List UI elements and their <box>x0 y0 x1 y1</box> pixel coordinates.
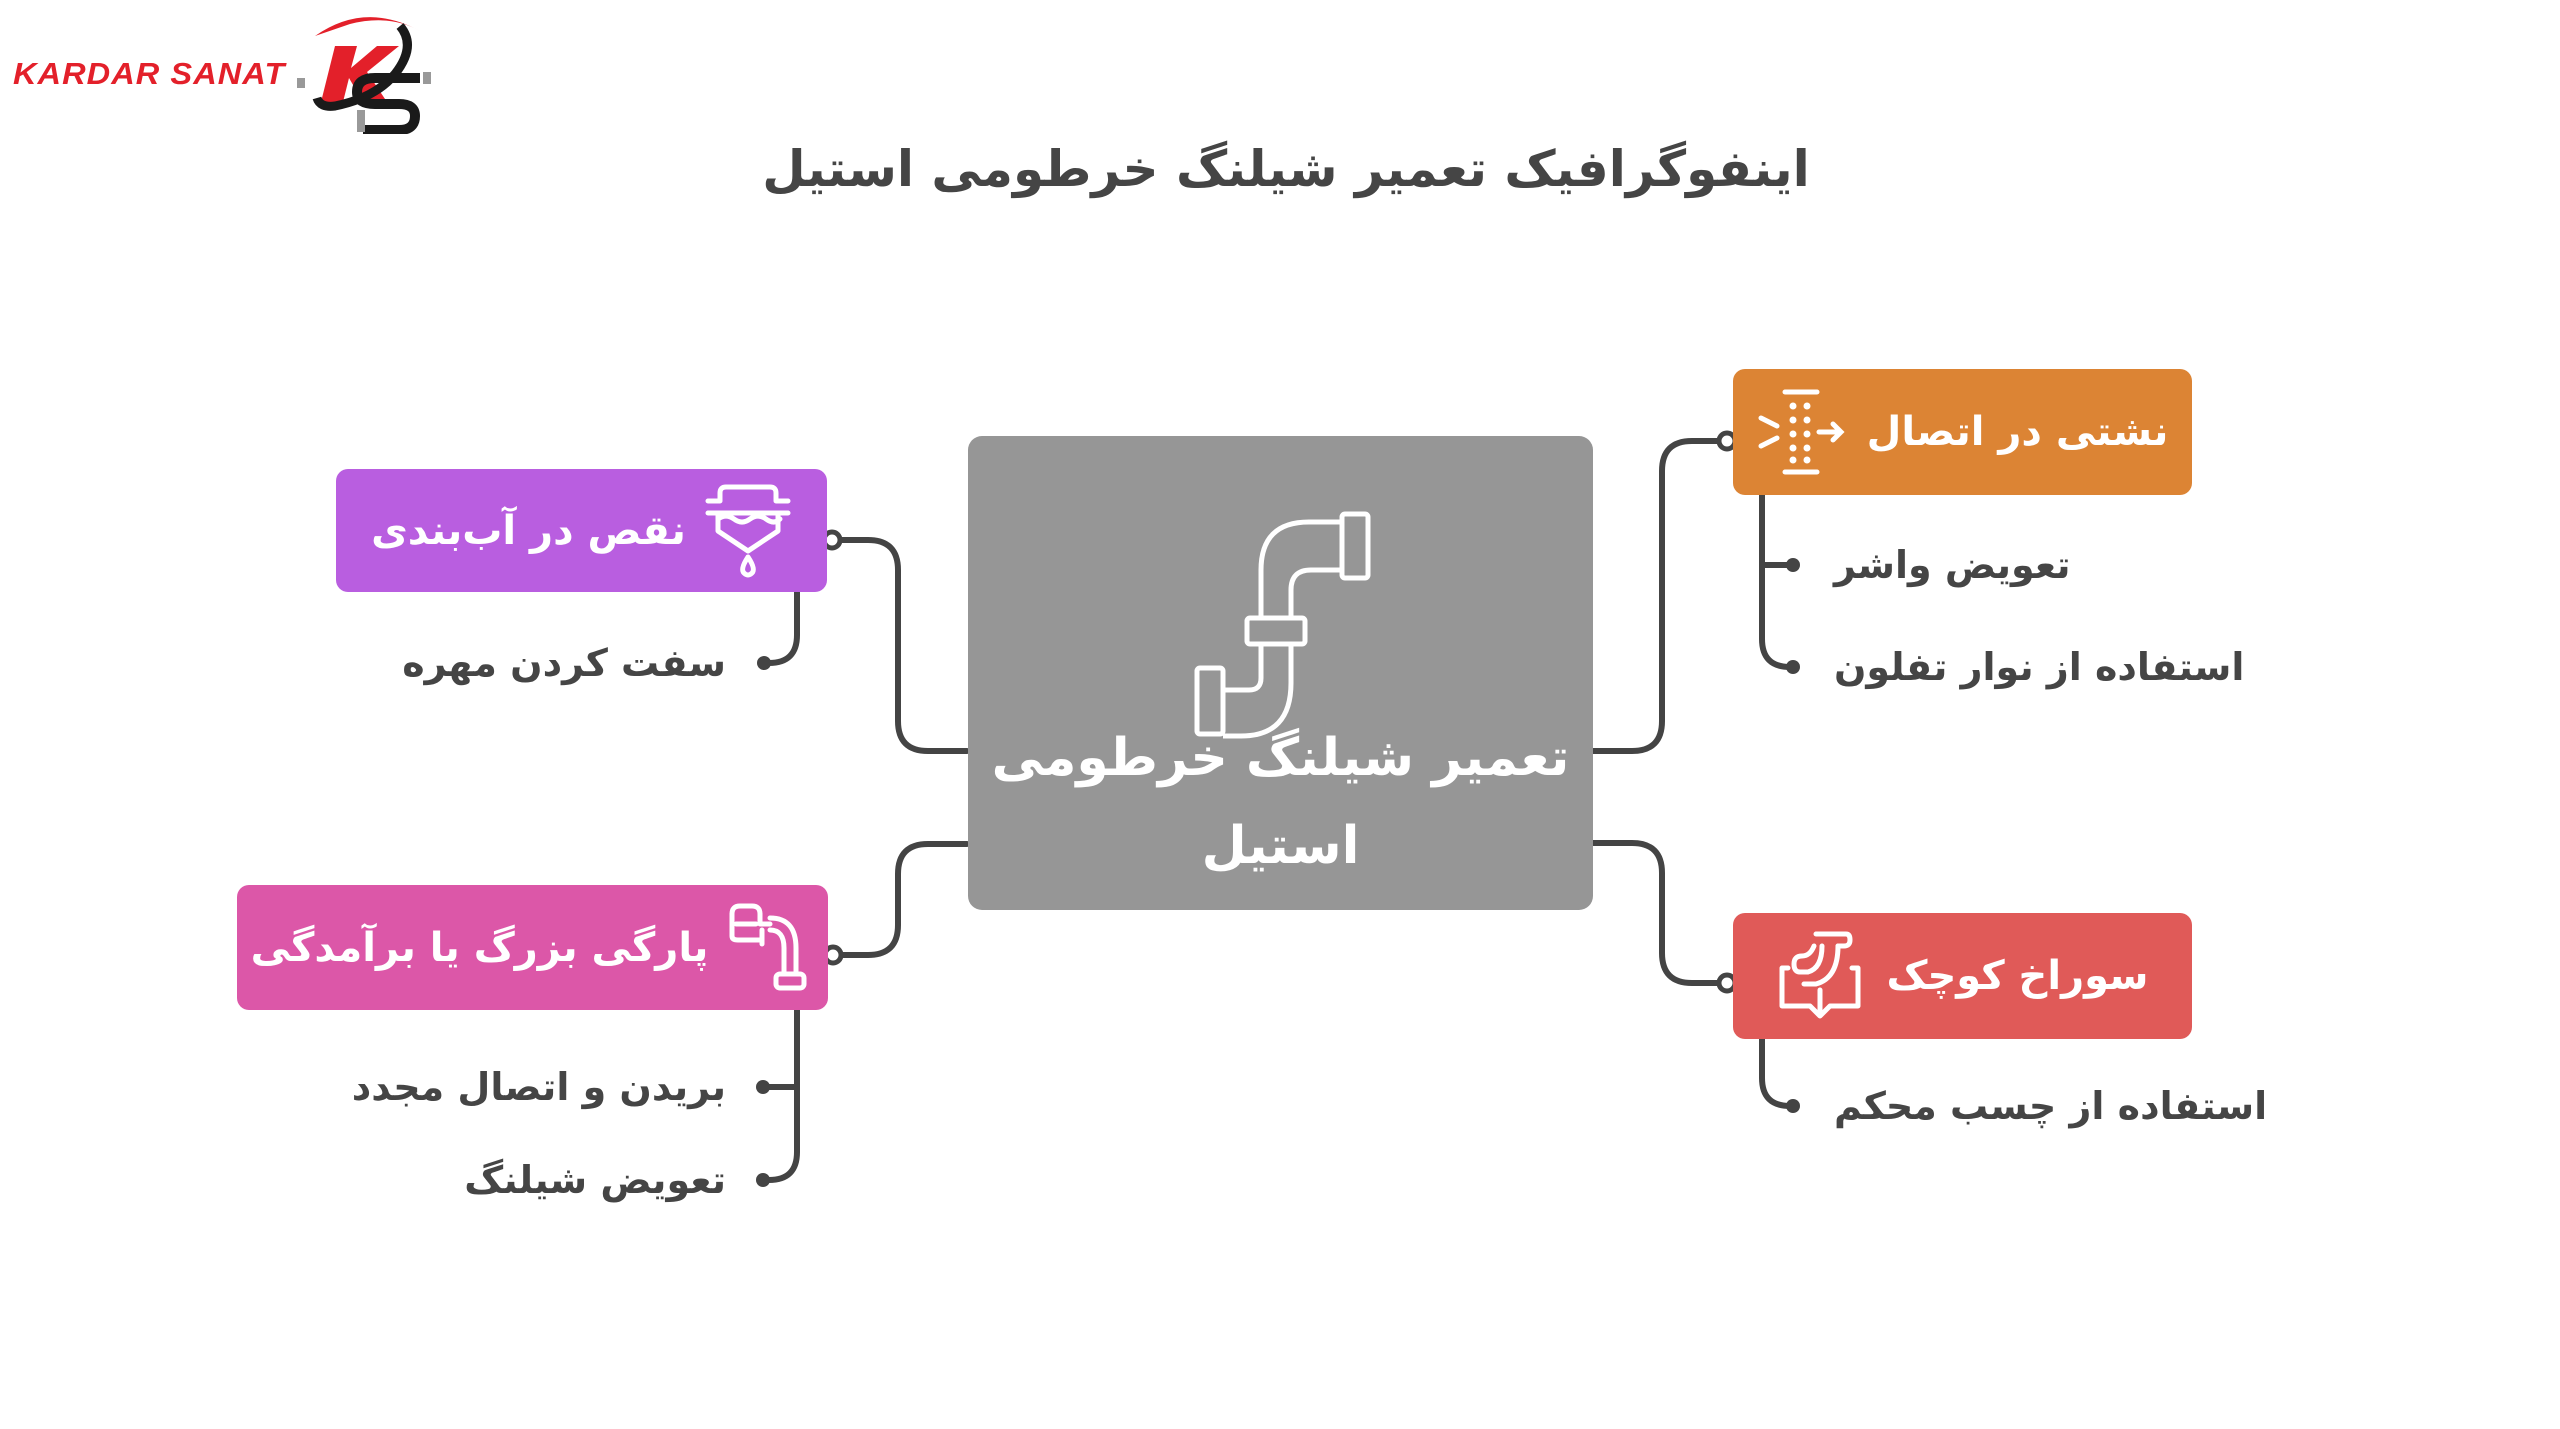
branch-label-joint-leak: نشتی در اتصال <box>1866 409 2169 455</box>
bullet-dot <box>757 656 771 670</box>
brand-logo-mark-icon <box>297 17 431 134</box>
branch-node-small-hole[interactable]: سوراخ کوچک <box>1733 913 2192 1039</box>
branch-label-seal-defect: نقص در آب‌بندی <box>371 507 686 554</box>
connector-central-to-large-tear <box>839 841 970 958</box>
bullet-dot <box>756 1080 770 1094</box>
water-seal-drip-icon <box>705 484 791 577</box>
sub-item-tighten-nut: سفت کردن مهره <box>402 641 726 685</box>
page-title: اینفوگرافیک تعمیر شیلنگ خرطومی استیل <box>762 140 1810 198</box>
connector-central-to-small-hole <box>1590 840 1721 986</box>
branch-label-large-tear: پارگی بزرگ یا برآمدگی <box>250 924 709 971</box>
pipe-elbow-icon <box>1194 511 1371 739</box>
branch-node-joint-leak[interactable]: نشتی در اتصال <box>1733 369 2192 495</box>
connector-large-tear-children <box>763 1007 800 1183</box>
sub-item-use-teflon-tape: استفاده از نوار تفلون <box>1834 645 2245 689</box>
leak-spray-icon <box>1758 389 1845 475</box>
bullet-dot <box>756 1173 770 1187</box>
central-topic-title: تعمیر شیلنگ خرطومی استیل <box>991 728 1570 876</box>
branch-node-large-tear[interactable]: پارگی بزرگ یا برآمدگی <box>237 885 828 1010</box>
brand-logo-text: KARDAR SANAT <box>13 56 286 91</box>
branch-label-small-hole: سوراخ کوچک <box>1886 953 2149 999</box>
sub-item-use-strong-adhesive: استفاده از چسب محکم <box>1834 1084 2268 1128</box>
pipe-patch-icon <box>1779 931 1861 1019</box>
connector-central-to-joint-leak <box>1590 438 1721 754</box>
connector-small-hole-children <box>1759 1036 1793 1109</box>
broken-pipe-icon <box>729 903 807 990</box>
sub-item-replace-washer: تعویض واشر <box>1834 543 2071 587</box>
bullet-dot <box>1786 558 1800 572</box>
bullet-dot <box>1786 660 1800 674</box>
central-topic-node: تعمیر شیلنگ خرطومی استیل <box>968 436 1593 910</box>
sub-item-cut-and-reconnect: بریدن و اتصال مجدد <box>351 1065 726 1109</box>
connector-joint-leak-children <box>1759 492 1795 670</box>
sub-item-replace-hose: تعویض شیلنگ <box>464 1158 726 1202</box>
connector-central-to-seal-defect <box>837 537 970 754</box>
connector-seal-defect-children <box>766 589 800 666</box>
bullet-dot <box>1786 1099 1800 1113</box>
branch-node-seal-defect[interactable]: نقص در آب‌بندی <box>336 469 827 592</box>
